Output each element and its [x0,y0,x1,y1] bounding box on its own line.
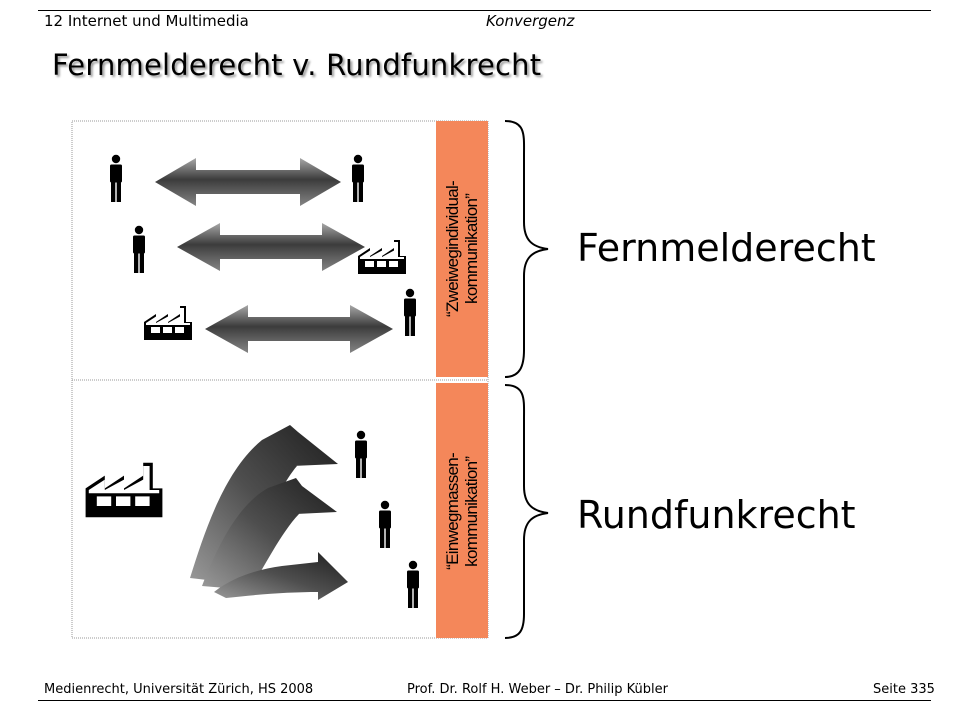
band-two-way [436,121,488,377]
label-rundfunkrecht: Rundfunkrecht [577,493,856,537]
footer-course: Medienrecht, Universität Zürich, HS 2008 [44,682,314,697]
band-one-way-label: “Einwegmassen- kommunikation” [443,452,481,570]
header-rule [38,10,931,11]
header-chapter: 12 Internet und Multimedia [44,12,249,30]
double-arrow-icon [177,223,365,271]
footer-authors: Prof. Dr. Rolf H. Weber – Dr. Philip Küb… [407,682,668,697]
label-fernmelderecht: Fernmelderecht [577,226,876,270]
band-two-way-label: “Zweiwegindividual- kommunikation” [443,181,481,317]
header-topic: Konvergenz [486,12,575,30]
double-arrow-icon [155,158,341,206]
brace-icon [504,120,549,378]
brace-icon [504,384,549,639]
slide-title: Fernmelderecht v. Rundfunkrecht [52,48,542,82]
footer-rule [38,700,931,701]
footer-page-number: Seite 335 [873,682,935,697]
curved-arrow-icon [190,425,348,600]
band-one-way [436,383,488,638]
double-arrow-icon [205,305,393,353]
